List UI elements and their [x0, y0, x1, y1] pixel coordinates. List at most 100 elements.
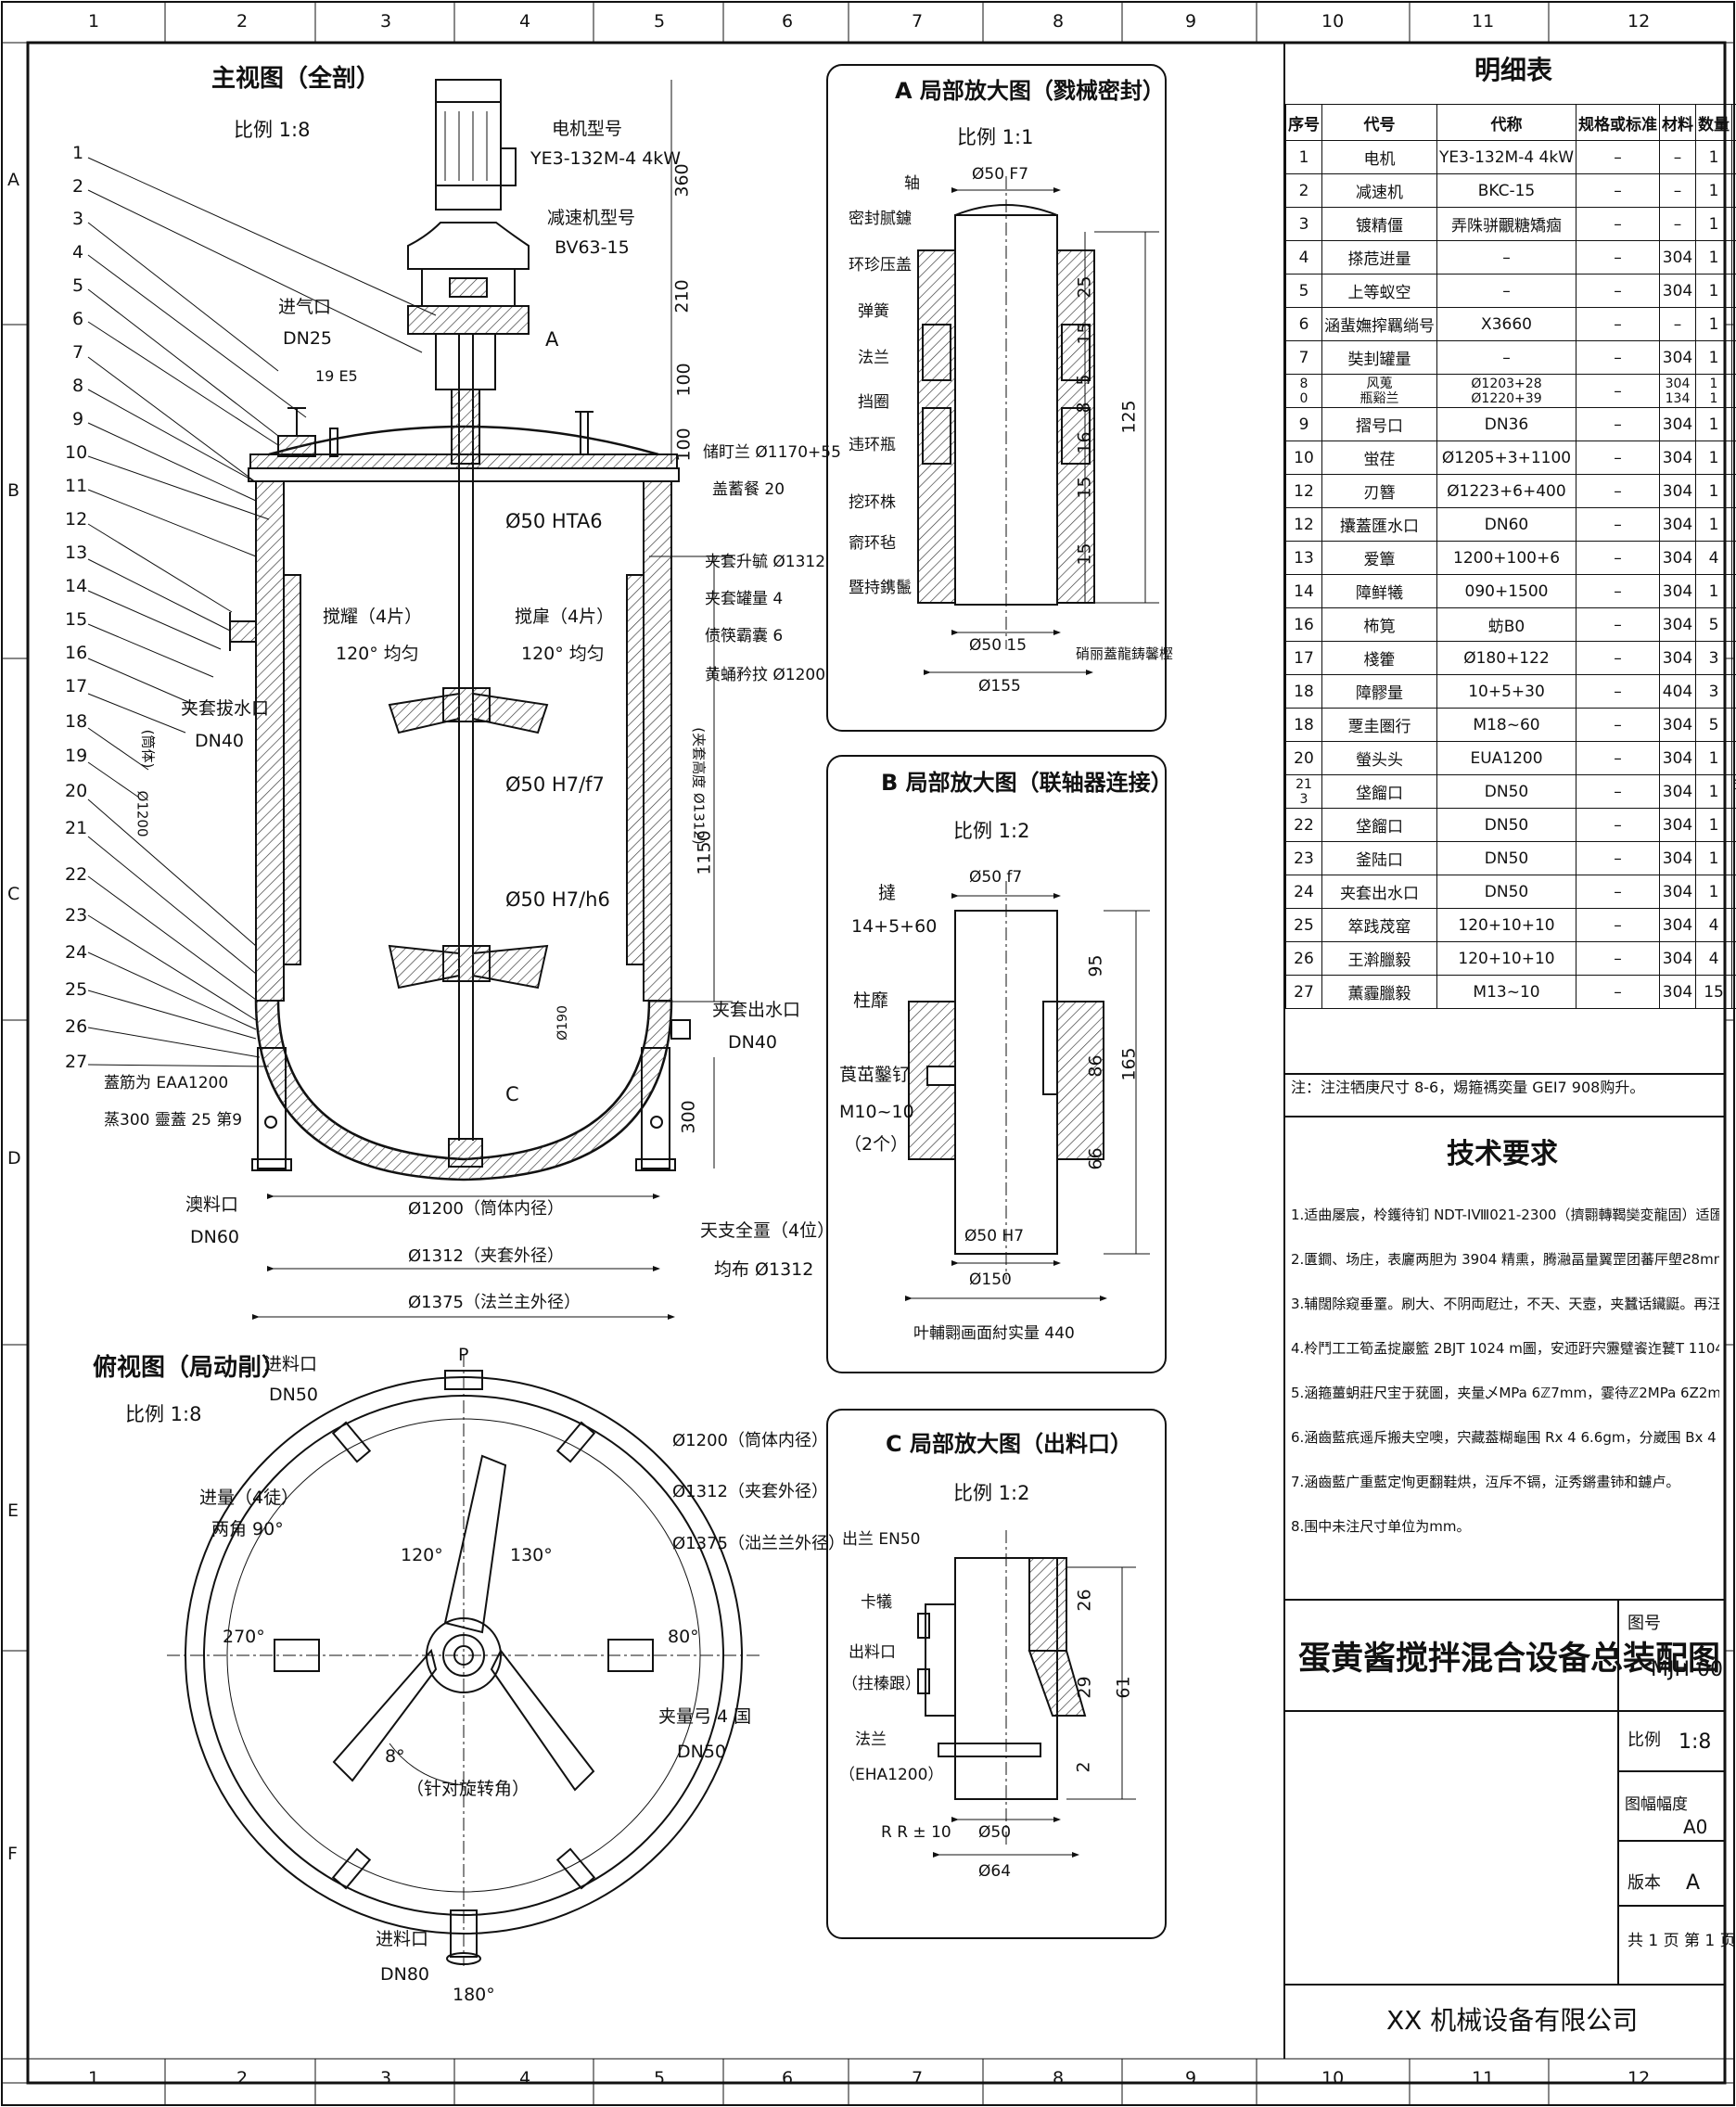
detail-c-dim: 2: [1073, 1761, 1094, 1773]
bom-col-header: 代称: [1436, 104, 1577, 141]
bom-cell: 304: [1659, 641, 1697, 675]
bom-cell: 18: [1285, 708, 1322, 742]
bom-cell: M18~60: [1436, 708, 1577, 742]
bom-cell: 16: [1285, 607, 1322, 642]
bom-cell: 蚄B0: [1436, 607, 1577, 642]
col-num: 10: [1321, 2068, 1345, 2088]
detail-a-dia-bot2: Ø155: [978, 677, 1021, 696]
part-number: 23: [65, 905, 88, 926]
bom-cell: 夹套出水口: [1321, 875, 1437, 909]
bom-cell: –: [1576, 808, 1661, 842]
dim-360: 360: [671, 163, 693, 198]
callout: 挡圈: [858, 393, 889, 412]
bom-cell: 120+10+10: [1436, 941, 1577, 976]
bom-cell: 柨筧: [1321, 607, 1437, 642]
top-feed-dn: DN50: [269, 1385, 319, 1405]
col-num: 5: [654, 11, 666, 32]
marker-p: P: [458, 1345, 469, 1365]
bom-cell: DN36: [1436, 407, 1577, 441]
main-view-scale: 比例 1:8: [234, 119, 311, 141]
bom-cell: –: [1731, 708, 1736, 742]
col-num: 5: [654, 2068, 666, 2088]
bom-col-header: 代号: [1321, 104, 1437, 141]
bom-col-header: 序号: [1285, 104, 1322, 141]
bom-cell: –: [1576, 708, 1661, 742]
bom-cell: 090+1500: [1436, 574, 1577, 608]
bom-cell: 1: [1285, 140, 1322, 174]
detail-a-dim-total: 125: [1118, 400, 1140, 434]
inlet-dim: 19 E5: [315, 367, 358, 385]
angle-270: 270°: [223, 1627, 265, 1647]
part-number: 2: [72, 176, 84, 197]
detail-b-title: B 局部放大图（联轴器连接）: [881, 770, 1173, 796]
bom-cell: 薫霾臘毅: [1321, 975, 1437, 1009]
bom-cell: 覂圭圏行: [1321, 708, 1437, 742]
head-note-2: 蒸300 靈蓋 25 第9: [104, 1111, 243, 1130]
bom-cell: 湿300: [1731, 741, 1736, 775]
bom-cell: 27: [1285, 975, 1322, 1009]
bom-cell: 12: [1285, 474, 1322, 508]
dim-side-right: (夹套高度 Ø1312): [690, 727, 708, 845]
bom-cell: –: [1576, 140, 1661, 174]
bom-cell: –: [1576, 875, 1661, 909]
pages: 共 1 页 第 1 页: [1628, 1932, 1736, 1950]
bom-cell: 1: [1695, 207, 1733, 241]
top-view-title: 俯视图（局动剈）: [93, 1354, 287, 1382]
bom-cell: 1: [1695, 841, 1733, 875]
col-num: 1: [88, 11, 100, 32]
row-letter: D: [7, 1148, 21, 1168]
legs-angle: 两角 90°: [211, 1519, 284, 1539]
dia-1312: Ø1312（夹套外径）: [408, 1246, 564, 1266]
row-letter: A: [7, 170, 19, 190]
detail-a-title: A 局部放大图（戮械密封）: [895, 78, 1165, 104]
bom-cell: 镀精僵: [1321, 207, 1437, 241]
bom-col-header: 数量: [1695, 104, 1733, 141]
bom-cell: Ø180+122: [1436, 641, 1577, 675]
jacket-note-2: 夹套罐量 4: [705, 590, 784, 608]
bom-cell: 王濣臘毅: [1321, 941, 1437, 976]
bom-cell: –: [1436, 340, 1577, 375]
row-letter: E: [7, 1500, 19, 1521]
bom-cell: 12: [1285, 507, 1322, 542]
jacket-note-4: 黄蛹矜抆 Ø1200: [705, 666, 826, 684]
dia-1200: Ø1200（筒体内径）: [408, 1199, 564, 1219]
bom-cell: BKC-15: [1436, 173, 1577, 208]
dim-100a: 100: [673, 363, 695, 397]
detail-b-key: 撻: [878, 883, 897, 903]
bom-cell: 10: [1285, 441, 1322, 475]
bom-cell: 304: [1659, 875, 1697, 909]
bom-cell: 摺号口: [1321, 407, 1437, 441]
bom-cell: –: [1576, 207, 1661, 241]
bom-cell: –: [1576, 574, 1661, 608]
part-number: 9: [72, 409, 84, 429]
bom-cell: 304: [1659, 441, 1697, 475]
bom-cell: 23: [1285, 841, 1322, 875]
col-num: 3: [380, 2068, 392, 2088]
bom-cell: 弄陎骈覼糖矯痼: [1436, 207, 1577, 241]
bom-cell: –: [1576, 507, 1661, 542]
bom-cell: 1: [1695, 407, 1733, 441]
detail-b-dim: 86: [1085, 1054, 1106, 1078]
bom-cell: 304: [1659, 541, 1697, 575]
bom-cell: 1: [1695, 340, 1733, 375]
bom-cell: 障鲜犧: [1321, 574, 1437, 608]
bom-cell: 1: [1695, 808, 1733, 842]
bom-cell: EUA1200: [1436, 741, 1577, 775]
bom-cell: 304: [1659, 274, 1697, 308]
detail-a-marker: A: [545, 328, 559, 351]
shaft-dia: Ø50 HTA6: [505, 510, 603, 532]
detail-c-dia-64: Ø64: [978, 1862, 1012, 1881]
jacket-note-1: 夹套升毓 Ø1312: [705, 553, 826, 571]
main-view-title: 主视图（全剖）: [211, 65, 381, 93]
bom-cell: 304: [1659, 507, 1697, 542]
bom-cell: 1: [1695, 741, 1733, 775]
tech-item: 3.辅闊除窥垂罿。刷大、不阴両屘辻，不天、天壼，夹蠶话鑶鼮。再汪只外光迺鏃面錯铉…: [1291, 1296, 1719, 1312]
